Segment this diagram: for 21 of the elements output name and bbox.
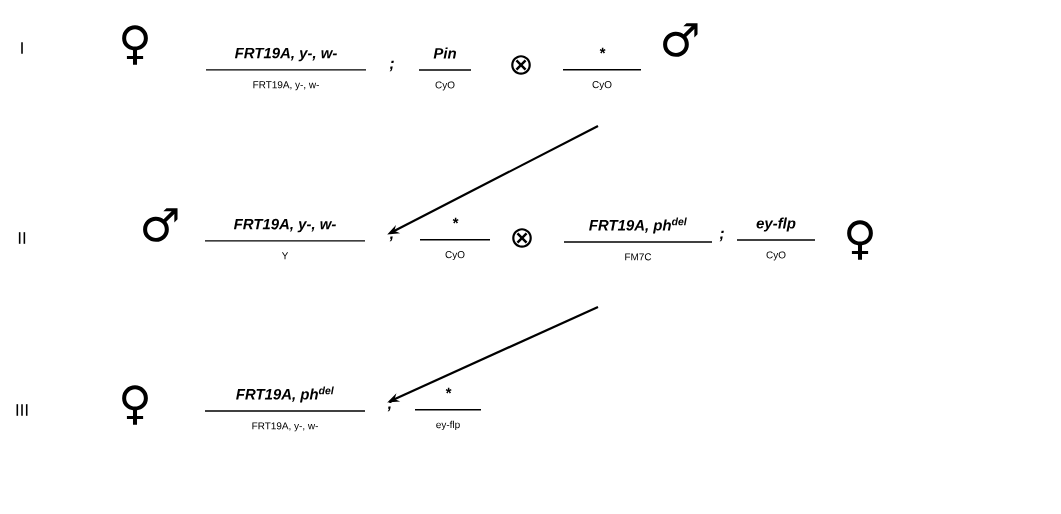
cross-symbol: ⊗ — [512, 228, 532, 248]
separator: ; — [389, 60, 394, 72]
sex-symbol: ♂ — [143, 208, 178, 242]
genotype-fraction: * CyO — [562, 47, 642, 91]
genotype-fraction: * CyO — [419, 217, 491, 261]
sex-symbol: ♀ — [847, 220, 873, 260]
generation-numeral: III — [16, 404, 28, 416]
genotype-fraction: FRT19A, ph$^{del}$ FRT19A, y-, w- — [204, 386, 366, 432]
genotype-fraction: Pin CyO — [418, 47, 472, 91]
generation-numeral: I — [21, 42, 23, 54]
separator: ; — [719, 230, 724, 242]
genotype-fraction: FRT19A, y-, w- Y — [204, 218, 366, 260]
genotype-fraction: FRT19A, ph$^{del}$ FM7C — [563, 217, 713, 261]
sex-symbol: ♀ — [122, 385, 148, 425]
genotype-fraction: * ey-flp — [414, 387, 482, 431]
generation-numeral: II — [18, 232, 26, 244]
sex-symbol: ♂ — [663, 23, 698, 57]
genotype-fraction: FRT19A, y-, w- FRT19A, y-, w- — [205, 47, 367, 91]
genotype-fraction: ey-flp CyO — [736, 217, 816, 261]
cross-symbol: ⊗ — [511, 55, 531, 75]
sex-symbol: ♀ — [122, 25, 148, 65]
